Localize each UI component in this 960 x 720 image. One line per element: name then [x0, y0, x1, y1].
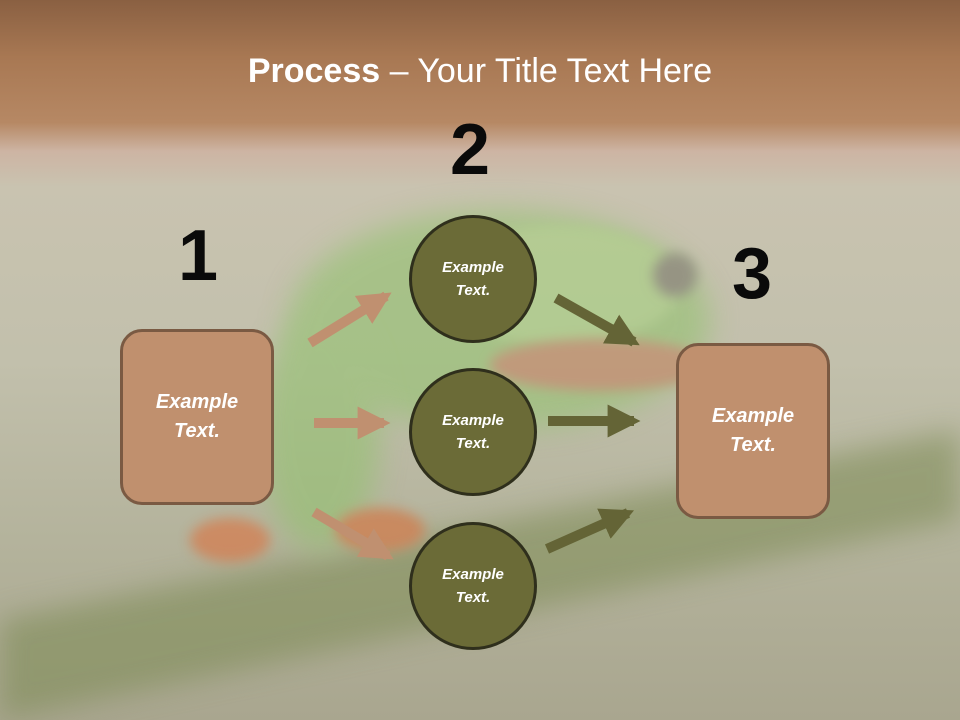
- left-text-box: Example Text.: [120, 329, 274, 505]
- circle-middle-text: Example Text.: [442, 412, 504, 452]
- step-number-1: 1: [178, 216, 219, 296]
- arrow-left-down: [311, 507, 394, 561]
- circle-middle: Example Text.: [409, 368, 537, 496]
- arrow-right-down: [544, 508, 635, 554]
- circle-top-text: Example Text.: [442, 259, 504, 299]
- step-number-3: 3: [732, 234, 773, 314]
- left-box-text: Example Text.: [155, 391, 239, 442]
- circle-bottom: Example Text.: [409, 522, 537, 650]
- step-number-2: 2: [450, 110, 491, 190]
- circle-bottom-text: Example Text.: [442, 566, 504, 606]
- circle-top: Example Text.: [409, 215, 537, 343]
- arrow-left-up: [307, 291, 392, 348]
- title-bold: Process: [247, 52, 381, 90]
- right-text-box: Example Text.: [676, 343, 830, 519]
- slide-title: Process – Your Title Text Here: [0, 52, 960, 91]
- arrow-right-up: [553, 293, 640, 347]
- right-box-text: Example Text.: [711, 405, 795, 456]
- title-rest: – Your Title Text Here: [380, 52, 713, 90]
